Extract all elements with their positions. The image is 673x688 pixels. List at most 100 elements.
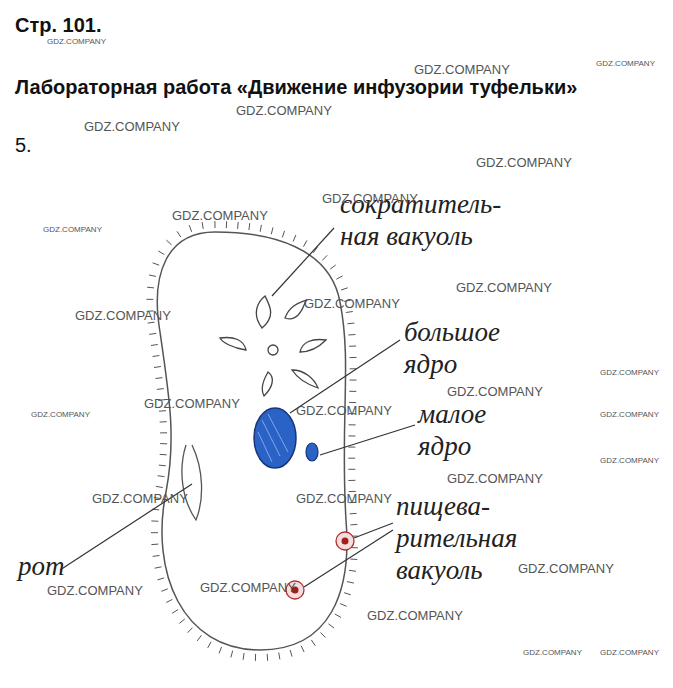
cilium	[341, 288, 348, 290]
cilium	[158, 476, 165, 477]
cilium	[349, 402, 356, 403]
cilium	[348, 480, 355, 481]
micronucleus	[306, 443, 318, 461]
watermark: GDZ.COMPANY	[600, 410, 659, 419]
cilium	[350, 513, 357, 514]
cilium	[158, 251, 164, 255]
cilium	[301, 646, 304, 652]
cilium	[267, 654, 268, 661]
cilium	[160, 432, 167, 433]
cilium	[348, 458, 355, 459]
part-label: малое ядро	[418, 398, 486, 462]
cell-outline	[157, 232, 347, 650]
cilium	[156, 377, 163, 379]
cilium	[153, 263, 160, 265]
cilium	[271, 227, 273, 234]
cilium	[153, 555, 160, 557]
cilia	[146, 221, 358, 661]
cilium	[151, 532, 158, 533]
watermark: GDZ.COMPANY	[296, 491, 392, 506]
leader-lines	[60, 228, 415, 587]
watermark: GDZ.COMPANY	[476, 155, 572, 170]
cilium	[350, 524, 357, 526]
cilium	[248, 223, 250, 230]
cilium	[304, 240, 307, 246]
watermark: GDZ.COMPANY	[75, 308, 171, 323]
part-label: пищева- рительная вакуоль	[396, 490, 517, 586]
cilium	[335, 614, 341, 618]
cilium	[202, 222, 203, 229]
cilium	[189, 225, 192, 232]
cilium	[155, 567, 162, 568]
cilium	[179, 619, 185, 623]
cilium	[290, 650, 292, 657]
cilium	[160, 454, 167, 455]
cilium	[149, 333, 156, 334]
watermark: GDZ.COMPANY	[322, 191, 418, 206]
cilium	[243, 653, 244, 660]
watermark: GDZ.COMPANY	[236, 103, 332, 118]
watermark: GDZ.COMPANY	[518, 561, 614, 576]
watermark: GDZ.COMPANY	[447, 471, 543, 486]
watermark: GDZ.COMPANY	[523, 648, 582, 657]
cilium	[208, 642, 211, 648]
watermark: GDZ.COMPANY	[84, 119, 180, 134]
cilium	[151, 345, 158, 346]
cilium	[151, 520, 158, 521]
watermark: GDZ.COMPANY	[92, 491, 188, 506]
cilium	[346, 312, 353, 313]
cilium	[350, 559, 357, 561]
cilium	[157, 388, 164, 390]
cilium	[255, 654, 256, 661]
cilium	[151, 544, 158, 546]
cilium	[160, 443, 167, 444]
cilium	[347, 323, 354, 325]
cilium	[279, 653, 280, 660]
cilium	[348, 435, 355, 436]
cilium	[348, 469, 355, 470]
cilium	[350, 357, 357, 358]
page-number: Стр. 101.	[15, 14, 102, 37]
cilium	[188, 628, 193, 633]
watermark: GDZ.COMPANY	[296, 403, 392, 418]
watermark: GDZ.COMPANY	[447, 384, 543, 399]
watermark: GDZ.COMPANY	[47, 37, 106, 46]
watermark: GDZ.COMPANY	[596, 59, 655, 68]
cilium	[350, 380, 357, 381]
cilium	[293, 235, 296, 242]
cilium	[349, 570, 356, 571]
lab-title: Лабораторная работа «Движение инфузории …	[15, 76, 577, 99]
watermark: GDZ.COMPANY	[200, 580, 296, 595]
cilium	[154, 367, 161, 368]
oral-groove	[182, 445, 202, 520]
cilium	[349, 346, 356, 347]
watermark: GDZ.COMPANY	[304, 296, 400, 311]
cilium	[347, 582, 354, 584]
cilium	[161, 589, 168, 592]
cilium	[348, 447, 355, 448]
task-number: 5.	[15, 134, 32, 157]
cilium	[159, 465, 166, 467]
cilium	[172, 610, 178, 614]
watermark: GDZ.COMPANY	[367, 608, 463, 623]
watermark: GDZ.COMPANY	[600, 456, 659, 465]
cilium	[146, 299, 153, 300]
cilium	[156, 486, 163, 487]
cilium	[330, 265, 336, 269]
watermark: GDZ.COMPANY	[414, 62, 510, 77]
cilium	[219, 647, 222, 654]
cilium	[328, 624, 334, 628]
macronucleus	[254, 408, 296, 468]
cilium	[340, 604, 347, 607]
cilium	[344, 593, 351, 595]
part-label: рот	[18, 550, 65, 582]
cilium	[348, 334, 355, 336]
cilium	[149, 275, 156, 276]
cilium	[322, 255, 327, 260]
watermark: GDZ.COMPANY	[600, 368, 659, 377]
cilium	[336, 276, 342, 279]
cilium	[349, 424, 356, 425]
cilium	[321, 633, 326, 638]
cilium	[231, 651, 233, 658]
cilium	[158, 578, 165, 580]
